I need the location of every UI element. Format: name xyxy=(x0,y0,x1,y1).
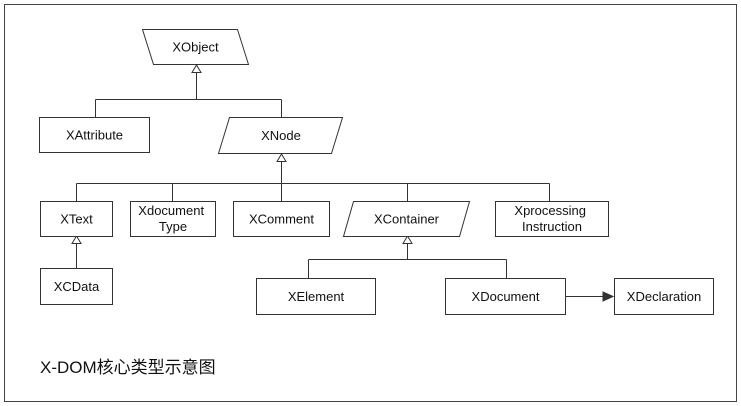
node-xnode-shape xyxy=(217,117,344,154)
node-xprocessinginstruction-line-2: Instruction xyxy=(522,219,582,234)
node-xtext[interactable]: XText xyxy=(40,201,113,237)
node-xcontainer[interactable]: XContainer xyxy=(342,201,471,237)
node-xdocumenttype[interactable]: Xdocument Type xyxy=(130,201,216,237)
node-xcdata-label: XCData xyxy=(54,279,100,294)
node-xattribute-label: XAttribute xyxy=(66,128,123,143)
node-xelement-shape xyxy=(256,278,376,315)
node-xcontainer-label: XContainer xyxy=(374,212,440,227)
inherit-arrow-xtext xyxy=(71,235,82,244)
node-xdocument-shape xyxy=(445,278,566,315)
node-xelement[interactable]: XElement xyxy=(256,278,376,315)
node-xdocument[interactable]: XDocument xyxy=(445,278,566,315)
node-xnode[interactable]: XNode xyxy=(217,117,344,154)
node-xdeclaration[interactable]: XDeclaration xyxy=(614,278,714,315)
node-xattribute[interactable]: XAttribute xyxy=(39,117,150,153)
node-xcomment-label: XComment xyxy=(249,212,314,227)
node-xobject-label: XObject xyxy=(172,40,219,55)
node-xcdata-shape xyxy=(40,268,113,305)
assoc-arrow-xdeclaration xyxy=(602,291,615,302)
node-xprocessinginstruction-line-1: Xprocessing xyxy=(514,203,586,218)
node-xdocumenttype-label: Xdocument Type xyxy=(138,203,207,234)
node-xattribute-shape xyxy=(39,117,150,153)
node-xdocument-label: XDocument xyxy=(472,289,540,304)
inherit-arrow-xnode xyxy=(276,153,287,162)
node-xelement-label: XElement xyxy=(288,289,345,304)
node-xcomment[interactable]: XComment xyxy=(233,201,330,237)
node-xprocessinginstruction-shape xyxy=(495,201,609,237)
node-xprocessinginstruction[interactable]: Xprocessing Instruction xyxy=(495,201,609,237)
diagram-frame xyxy=(4,4,737,402)
node-xtext-label: XText xyxy=(60,212,93,227)
node-xdeclaration-label: XDeclaration xyxy=(627,289,701,304)
node-xdocumenttype-line-2: Type xyxy=(159,219,187,234)
nodes-layer: XObject XAttribute XNode XText Xd xyxy=(39,29,714,315)
node-xtext-shape xyxy=(40,201,113,237)
node-xdeclaration-shape xyxy=(614,278,714,315)
node-xcomment-shape xyxy=(233,201,330,237)
node-xdocumenttype-shape xyxy=(130,201,216,237)
node-xdocumenttype-line-1: Xdocument xyxy=(138,203,204,218)
node-xobject-shape xyxy=(141,29,250,65)
links-layer xyxy=(71,64,615,302)
node-xobject[interactable]: XObject xyxy=(141,29,250,65)
node-xprocessinginstruction-label: Xprocessing Instruction xyxy=(514,203,589,234)
node-xnode-label: XNode xyxy=(261,128,301,143)
inherit-arrow-xcontainer xyxy=(402,235,413,244)
inherit-arrow-xobject xyxy=(191,64,202,73)
node-xcdata[interactable]: XCData xyxy=(40,268,113,305)
node-xcontainer-shape xyxy=(342,201,471,237)
diagram-caption: X-DOM核心类型示意图 xyxy=(40,358,216,377)
